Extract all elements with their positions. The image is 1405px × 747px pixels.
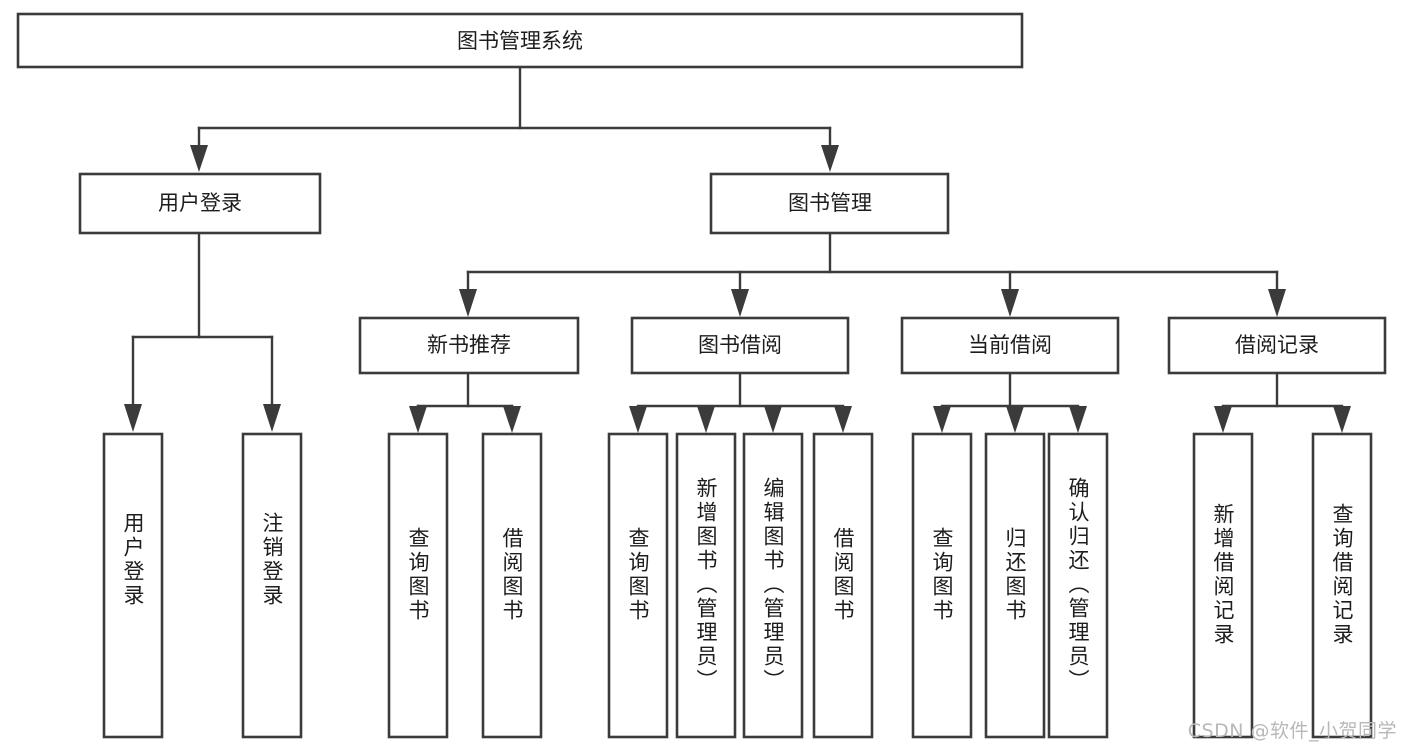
leaf-book-borrow-2-label: 新增图书（管理员）: [694, 477, 718, 693]
node-book-borrow-box[interactable]: [630, 316, 850, 375]
node-root-box[interactable]: [16, 12, 1024, 69]
leaf-book-borrow-3[interactable]: 编辑图书（管理员）: [742, 432, 804, 739]
arrow-head-book-manage: [821, 145, 839, 172]
leaf-book-borrow-1-box[interactable]: [607, 432, 669, 739]
leaf-user-login-2-box[interactable]: [241, 432, 303, 739]
leaf-user-login-1-box[interactable]: [102, 432, 164, 739]
leaf-borrow-record-2[interactable]: 查询借阅记录: [1311, 432, 1373, 739]
arrow-head-leaf-borrow-record-1: [1214, 406, 1232, 433]
arrow-head-leaf-borrow-record-2: [1333, 406, 1351, 433]
node-user-login-box[interactable]: [78, 172, 322, 235]
leaf-book-borrow-3-label: 编辑图书（管理员）: [761, 477, 785, 693]
leaf-borrow-record-1-box[interactable]: [1192, 432, 1254, 739]
leaf-new-book-rec-2-label: 借阅图书: [500, 527, 524, 623]
leaf-book-borrow-2[interactable]: 新增图书（管理员）: [675, 432, 737, 739]
node-book-borrow[interactable]: 图书借阅: [630, 316, 850, 375]
leaf-borrow-record-2-label: 查询借阅记录: [1330, 503, 1354, 647]
leaf-borrow-record-1[interactable]: 新增借阅记录: [1192, 432, 1254, 739]
leaf-current-borrow-1-label: 查询图书: [930, 527, 954, 623]
leaf-book-borrow-1-label: 查询图书: [626, 527, 650, 623]
connector-layer: [124, 65, 1351, 433]
watermark-text: CSDN @软件_小贺同学: [1187, 720, 1397, 742]
arrow-head-leaf-current-borrow-2: [1006, 406, 1024, 433]
node-current-borrow-box[interactable]: [900, 316, 1120, 375]
arrow-head-current-borrow: [1001, 289, 1019, 317]
arrow-head-leaf-new-book-2: [503, 406, 521, 433]
leaf-current-borrow-3-label: 确认归还（管理员）: [1066, 477, 1090, 693]
node-borrow-record-label: 借阅记录: [1235, 333, 1319, 357]
leaf-book-borrow-4-label: 借阅图书: [831, 527, 855, 623]
node-borrow-record[interactable]: 借阅记录: [1167, 316, 1387, 375]
arrow-head-user-login: [190, 145, 208, 172]
node-new-book-rec[interactable]: 新书推荐: [358, 316, 580, 375]
leaf-current-borrow-2-box[interactable]: [984, 432, 1046, 739]
leaf-user-login-1-label: 用户登录: [121, 512, 145, 608]
node-book-manage-box[interactable]: [709, 172, 950, 235]
leaf-new-book-rec-1-box[interactable]: [387, 432, 449, 739]
leaf-current-borrow-2-label: 归还图书: [1003, 527, 1027, 623]
node-book-borrow-label: 图书借阅: [698, 333, 782, 357]
leaf-new-book-rec-1[interactable]: 查询图书: [387, 432, 449, 739]
leaf-borrow-record-1-label: 新增借阅记录: [1211, 503, 1235, 647]
arrow-head-leaf-user-login-1: [124, 404, 142, 432]
leaf-book-borrow-1[interactable]: 查询图书: [607, 432, 669, 739]
leaf-new-book-rec-1-label: 查询图书: [406, 527, 430, 623]
leaf-new-book-rec-2-box[interactable]: [481, 432, 543, 739]
arrow-head-new-book-rec: [459, 289, 477, 317]
arrow-head-book-borrow: [731, 289, 749, 317]
leaf-current-borrow-1-box[interactable]: [911, 432, 973, 739]
node-book-manage[interactable]: 图书管理: [709, 172, 950, 235]
node-borrow-record-box[interactable]: [1167, 316, 1387, 375]
leaf-user-login-2[interactable]: 注销登录: [241, 432, 303, 739]
node-new-book-rec-label: 新书推荐: [427, 333, 511, 357]
arrow-head-leaf-current-borrow-1: [933, 406, 951, 433]
leaf-book-borrow-4-box[interactable]: [812, 432, 874, 739]
node-root[interactable]: 图书管理系统: [16, 12, 1024, 69]
leaf-current-borrow-3-box[interactable]: [1047, 432, 1109, 739]
leaf-current-borrow-3[interactable]: 确认归还（管理员）: [1047, 432, 1109, 739]
leaf-current-borrow-1[interactable]: 查询图书: [911, 432, 973, 739]
arrow-head-leaf-book-borrow-1: [629, 406, 647, 433]
leaf-borrow-record-2-box[interactable]: [1311, 432, 1373, 739]
node-user-login[interactable]: 用户登录: [78, 172, 322, 235]
node-user-login-label: 用户登录: [158, 191, 242, 215]
leaf-book-borrow-2-box[interactable]: [675, 432, 737, 739]
arrow-head-leaf-book-borrow-2: [697, 406, 715, 433]
leaf-user-login-1[interactable]: 用户登录: [102, 432, 164, 739]
leaf-book-borrow-4[interactable]: 借阅图书: [812, 432, 874, 739]
arrow-head-leaf-book-borrow-4: [834, 406, 852, 433]
node-book-manage-label: 图书管理: [788, 191, 872, 215]
arrow-head-leaf-new-book-1: [409, 406, 427, 433]
arrow-head-leaf-user-login-2: [263, 404, 281, 432]
node-current-borrow-label: 当前借阅: [968, 333, 1052, 357]
leaf-new-book-rec-2[interactable]: 借阅图书: [481, 432, 543, 739]
leaf-current-borrow-2[interactable]: 归还图书: [984, 432, 1046, 739]
arrow-head-borrow-record: [1268, 289, 1286, 317]
node-root-label: 图书管理系统: [457, 29, 583, 53]
leaf-book-borrow-3-box[interactable]: [742, 432, 804, 739]
node-current-borrow[interactable]: 当前借阅: [900, 316, 1120, 375]
leaf-user-login-2-label: 注销登录: [260, 512, 284, 608]
node-new-book-rec-box[interactable]: [358, 316, 580, 375]
arrow-head-leaf-current-borrow-3: [1069, 406, 1087, 433]
arrow-head-leaf-book-borrow-3: [764, 406, 782, 433]
